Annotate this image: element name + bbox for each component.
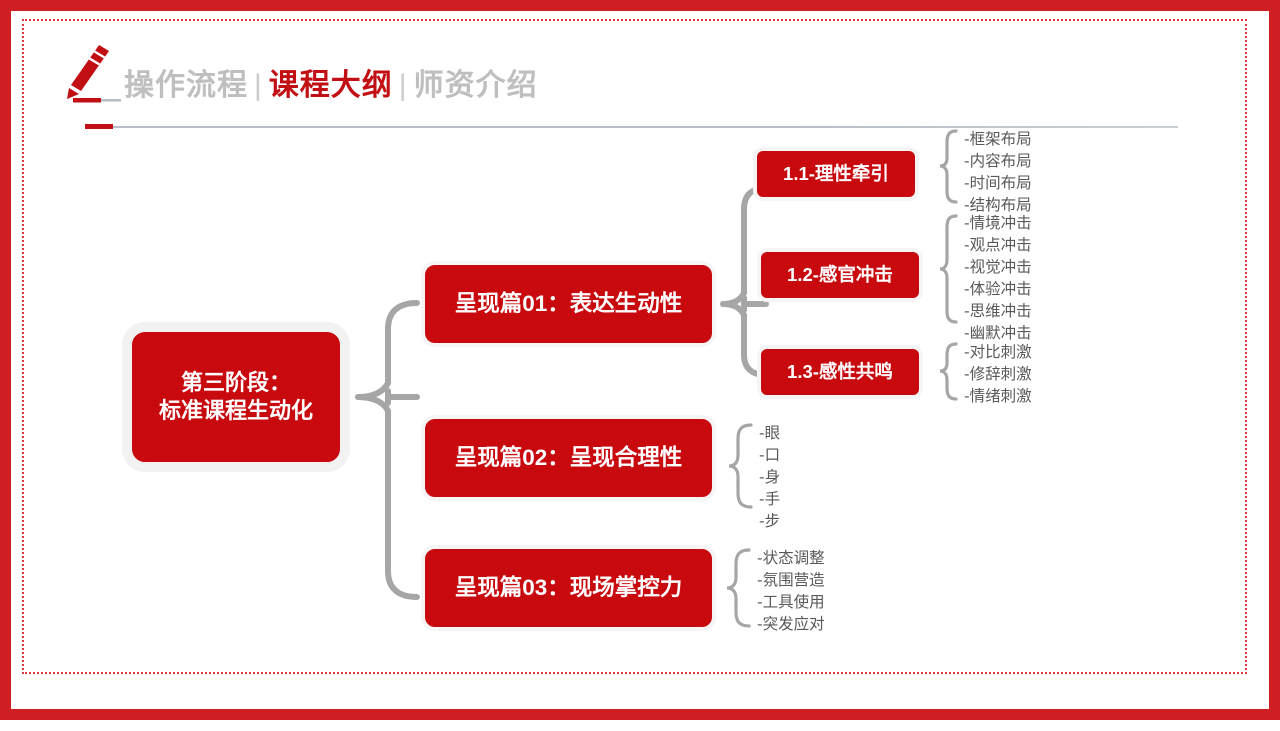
- sub-node-1-1[interactable]: 1.1-理性牵引: [753, 147, 919, 201]
- leaf-item: -工具使用: [757, 593, 825, 611]
- connector-root-b3: [355, 394, 420, 600]
- slide-header: 操作流程|课程大纲|师资介绍: [11, 33, 1269, 129]
- leaf-item: -修辞刺激: [964, 365, 1032, 383]
- nav-item-syllabus[interactable]: 课程大纲: [268, 69, 393, 102]
- title-separator-1: |: [254, 69, 263, 102]
- leaf-item: -结构布局: [964, 196, 1032, 214]
- mindmap: 第三阶段： 标准课程生动化 呈现篇01：表达生动性 呈现篇02：呈现合理性 呈现…: [11, 11, 1280, 731]
- root-line-1: 第三阶段：: [180, 369, 291, 395]
- mindmap-root-node[interactable]: 第三阶段： 标准课程生动化: [123, 323, 349, 471]
- connector-root-b1: [355, 300, 420, 400]
- header-divider-accent: [85, 124, 113, 129]
- leaf-item: -口: [759, 446, 781, 464]
- leaf-brace-5: [726, 548, 751, 628]
- leaf-list-02: -眼 -口 -身 -手 -步: [759, 422, 780, 532]
- root-line-2: 标准课程生动化: [158, 398, 313, 423]
- leaf-item: -思维冲击: [964, 302, 1032, 320]
- leaf-item: -框架布局: [964, 130, 1032, 148]
- branch-node-01[interactable]: 呈现篇01：表达生动性: [421, 261, 716, 347]
- leaf-brace-4: [728, 423, 753, 509]
- leaf-item: -时间布局: [964, 174, 1032, 192]
- sub-node-1-3[interactable]: 1.3-感性共鸣: [757, 345, 923, 399]
- leaf-list-1-2: -情境冲击 -观点冲击 -视觉冲击 -体验冲击 -思维冲击 -幽默冲击: [964, 212, 1032, 344]
- leaf-item: -手: [759, 490, 781, 508]
- branch-node-03[interactable]: 呈现篇03：现场掌控力: [421, 545, 716, 631]
- leaf-item: -氛围营造: [757, 571, 825, 589]
- leaf-brace-1: [939, 129, 958, 204]
- leaf-item: -身: [759, 468, 781, 486]
- pencil-icon: [67, 45, 121, 103]
- header-divider: [85, 126, 1178, 128]
- title-separator-2: |: [398, 69, 408, 102]
- leaf-list-03: -状态调整 -氛围营造 -工具使用 -突发应对: [757, 547, 825, 635]
- leaf-item: -突发应对: [757, 615, 825, 633]
- leaf-item: -观点冲击: [964, 236, 1032, 254]
- leaf-item: -情境冲击: [964, 214, 1032, 232]
- leaf-item: -眼: [759, 424, 781, 442]
- leaf-item: -对比刺激: [964, 343, 1032, 361]
- leaf-item: -内容布局: [964, 152, 1032, 170]
- leaf-brace-3: [939, 342, 958, 401]
- leaf-item: -体验冲击: [964, 280, 1032, 298]
- nav-item-process[interactable]: 操作流程: [124, 69, 248, 102]
- leaf-item: -步: [759, 512, 781, 530]
- leaf-brace-2: [939, 214, 958, 324]
- leaf-item: -幽默冲击: [964, 324, 1032, 342]
- leaf-list-1-3: -对比刺激 -修辞刺激 -情绪刺激: [964, 341, 1032, 407]
- branch-node-02[interactable]: 呈现篇02：呈现合理性: [421, 415, 716, 501]
- nav-item-faculty[interactable]: 师资介绍: [413, 69, 538, 102]
- page-title: 操作流程|课程大纲|师资介绍: [124, 71, 538, 101]
- leaf-item: -情绪刺激: [964, 387, 1032, 405]
- sub-node-1-2[interactable]: 1.2-感官冲击: [757, 248, 923, 302]
- leaf-item: -视觉冲击: [964, 258, 1032, 276]
- leaf-item: -状态调整: [757, 549, 825, 567]
- leaf-list-1-1: -框架布局 -内容布局 -时间布局 -结构布局: [964, 128, 1032, 216]
